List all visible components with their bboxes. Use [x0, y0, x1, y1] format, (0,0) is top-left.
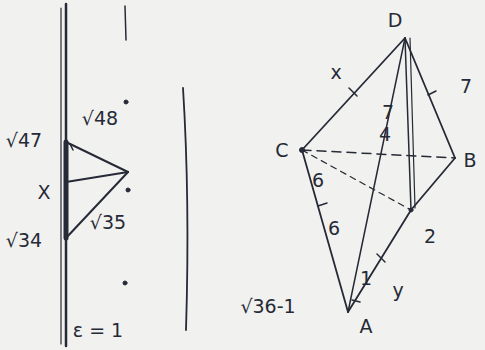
thick-segment [64, 142, 69, 238]
dot [123, 281, 127, 285]
axis-line [125, 6, 126, 40]
figure-label: D [386, 10, 405, 31]
tick [318, 203, 327, 206]
figure-label: C [273, 140, 290, 161]
figure-label: 6 [326, 218, 342, 239]
edge-dc [302, 38, 405, 150]
figure-label: x [328, 62, 343, 83]
arrow-mark [352, 300, 360, 302]
figure-label: √48 [80, 108, 120, 129]
figure-label: √35 [88, 212, 128, 233]
figure-label: 7 [380, 102, 396, 123]
triangle-edge [66, 172, 128, 182]
triangle-edge [66, 172, 128, 238]
axis-line [65, 4, 68, 346]
dot [126, 188, 130, 192]
tick [377, 254, 385, 262]
edge-a-foot [348, 210, 411, 312]
figure-label: ε = 1 [71, 320, 125, 341]
edge-foot-b [411, 158, 455, 210]
figure-label: 7 [458, 76, 474, 97]
dashed-line [302, 150, 411, 210]
dot [124, 100, 128, 104]
figure-label: 6 [310, 170, 326, 191]
tick [349, 88, 357, 96]
figure-label: B [461, 150, 478, 171]
edge-da [348, 38, 405, 312]
height-line [405, 38, 411, 210]
height-line [410, 38, 415, 208]
tick [70, 144, 73, 150]
curve [183, 88, 187, 330]
vertex [409, 208, 413, 212]
figure-label: 1 [358, 268, 374, 289]
edge-cb [302, 150, 455, 158]
figure-label: A [358, 316, 375, 337]
figure-label: X [35, 182, 52, 203]
figure-label: √36-1 [238, 296, 297, 317]
figure-label: 4 [377, 124, 393, 145]
tick [428, 91, 436, 95]
figure-label: √34 [4, 230, 44, 251]
figure-label: y [390, 280, 405, 301]
figure-label: 2 [422, 226, 438, 247]
edge-ca [302, 150, 348, 312]
figure-label: √47 [4, 130, 44, 151]
vertex [300, 148, 305, 153]
triangle-edge [66, 142, 128, 172]
axis-line [60, 8, 61, 344]
